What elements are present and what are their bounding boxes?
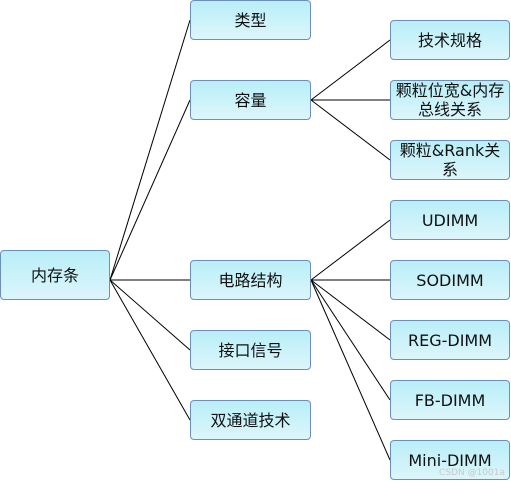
node-reg-dimm-label: REG-DIMM bbox=[407, 330, 493, 350]
node-capacity-label: 容量 bbox=[234, 90, 267, 110]
edge-circuit-minidimm bbox=[310, 279, 391, 461]
edge-circuit-regdimm bbox=[310, 279, 391, 341]
node-circuit-label: 电路结构 bbox=[218, 270, 283, 290]
root-node-label: 内存条 bbox=[30, 265, 79, 285]
node-width-bus[interactable]: 颗粒位宽&内存总线关系 bbox=[390, 80, 510, 120]
node-udimm-label: UDIMM bbox=[421, 210, 479, 230]
node-fb-dimm-label: FB-DIMM bbox=[414, 390, 486, 410]
edge-capacity-spec bbox=[310, 39, 391, 101]
edge-root-type bbox=[109, 19, 191, 281]
node-sodimm[interactable]: SODIMM bbox=[390, 260, 510, 300]
node-interface-label: 接口信号 bbox=[218, 340, 283, 360]
edge-root-dual bbox=[109, 279, 191, 421]
node-mini-dimm-label: Mini-DIMM bbox=[408, 450, 492, 470]
node-interface[interactable]: 接口信号 bbox=[190, 330, 311, 370]
node-type-label: 类型 bbox=[234, 10, 267, 30]
node-spec[interactable]: 技术规格 bbox=[390, 20, 510, 60]
node-dual-channel[interactable]: 双通道技术 bbox=[190, 400, 311, 440]
edge-capacity-rank bbox=[310, 99, 391, 161]
node-spec-label: 技术规格 bbox=[417, 30, 482, 50]
edge-root-interface bbox=[109, 279, 191, 351]
node-rank-label: 颗粒&Rank关系 bbox=[399, 141, 501, 179]
node-dual-channel-label: 双通道技术 bbox=[210, 410, 291, 430]
node-sodimm-label: SODIMM bbox=[416, 270, 484, 290]
node-mini-dimm[interactable]: Mini-DIMM bbox=[390, 440, 510, 480]
node-width-bus-label: 颗粒位宽&内存总线关系 bbox=[395, 81, 505, 119]
node-capacity[interactable]: 容量 bbox=[190, 80, 311, 120]
node-circuit[interactable]: 电路结构 bbox=[190, 260, 311, 300]
edge-root-capacity bbox=[109, 99, 191, 281]
root-node[interactable]: 内存条 bbox=[0, 250, 110, 300]
node-udimm[interactable]: UDIMM bbox=[390, 200, 510, 240]
watermark-text: CSDN @1001a bbox=[439, 468, 505, 478]
edge-circuit-fbdimm bbox=[310, 279, 391, 401]
node-type[interactable]: 类型 bbox=[190, 0, 311, 40]
edge-circuit-udimm bbox=[310, 219, 391, 281]
node-reg-dimm[interactable]: REG-DIMM bbox=[390, 320, 510, 360]
node-rank[interactable]: 颗粒&Rank关系 bbox=[390, 140, 510, 180]
node-fb-dimm[interactable]: FB-DIMM bbox=[390, 380, 510, 420]
